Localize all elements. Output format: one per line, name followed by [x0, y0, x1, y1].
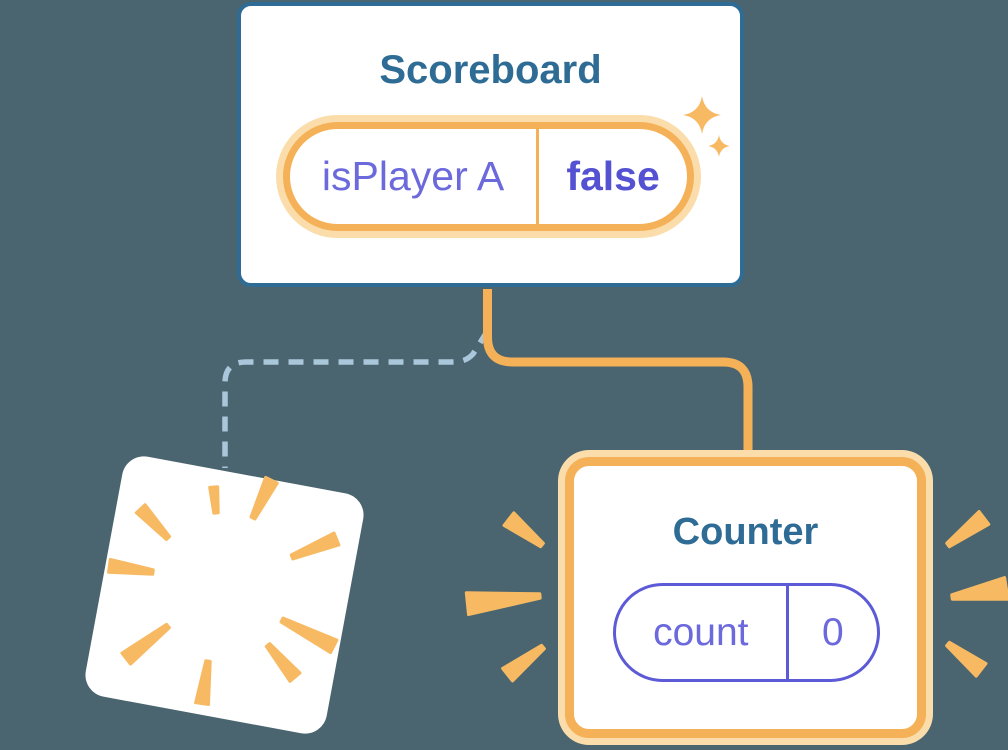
- burst-ray: [502, 511, 545, 549]
- burst-ray: [464, 591, 542, 617]
- active-connection-line: [483, 289, 753, 460]
- counter-state-pill: count 0: [613, 583, 880, 682]
- destroyed-component-card: [81, 452, 368, 738]
- burst-ray: [501, 643, 546, 683]
- scoreboard-state-name: isPlayer A: [321, 153, 505, 199]
- counter-card: Counter count 0: [565, 457, 926, 738]
- burst-ray: [945, 640, 988, 678]
- counter-state-name: count: [653, 611, 749, 654]
- scoreboard-state-value: false: [566, 153, 660, 199]
- pill-divider: [785, 586, 789, 679]
- counter-state-value: 0: [821, 611, 844, 654]
- burst-ray: [950, 576, 1008, 601]
- scoreboard-state-pill: isPlayer A false: [283, 122, 694, 231]
- scoreboard-card: Scoreboard isPlayer A false: [237, 2, 744, 287]
- counter-title: Counter: [672, 511, 819, 553]
- burst-ray: [945, 510, 991, 549]
- scoreboard-title: Scoreboard: [379, 48, 602, 92]
- pill-divider: [536, 129, 540, 224]
- removed-connection-dashed-line: [222, 328, 491, 468]
